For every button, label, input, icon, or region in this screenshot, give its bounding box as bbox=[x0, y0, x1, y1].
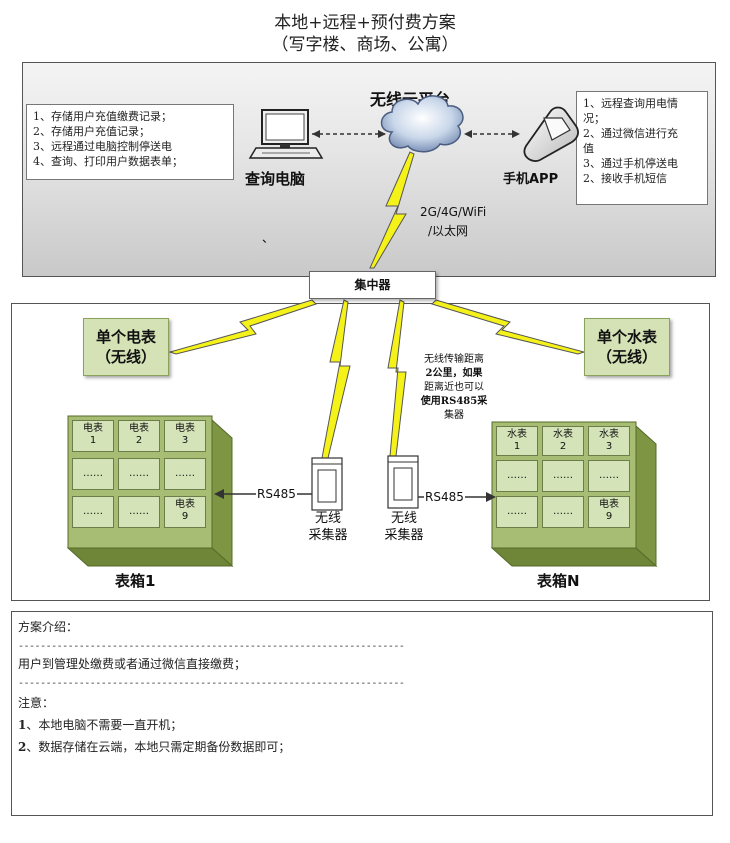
range-note: 无线传输距离 2公里，如果 距离近也可以 使用RS485采 集器 bbox=[416, 353, 492, 423]
network-label: 2G/4G/WiFi bbox=[420, 205, 487, 219]
cabinet-right-cell: …… bbox=[496, 460, 538, 492]
cabinet-left-grid: 电表 1 电表 2 电表 3 …… …… …… …… …… 电表 9 bbox=[68, 416, 212, 548]
lightning-bolts bbox=[168, 151, 586, 459]
concentrator-box: 集中器 bbox=[309, 271, 436, 299]
collector-right-icon bbox=[387, 455, 419, 509]
note-1-number: 1 bbox=[18, 718, 27, 732]
page-title: 本地+远程+预付费方案 bbox=[274, 13, 456, 33]
cabinet-left-cell: …… bbox=[164, 458, 206, 490]
phone-note: 值 bbox=[583, 142, 594, 155]
phone-note: 1、远程查询用电情 bbox=[583, 97, 678, 110]
cabinet-left-cell: …… bbox=[72, 496, 114, 528]
intro-panel: 方案介绍： ----------------------------------… bbox=[11, 611, 713, 816]
single-water-meter: 单个水表 （无线） bbox=[584, 318, 670, 376]
cabinet-right-cell: 水表 3 bbox=[588, 426, 630, 456]
link-cloud-phone bbox=[464, 130, 520, 138]
phone-note: 2、接收手机短信 bbox=[583, 172, 667, 185]
collector-left-line: 采集器 bbox=[308, 528, 348, 543]
cabinet-left-cell: …… bbox=[72, 458, 114, 490]
computer-icon bbox=[248, 109, 324, 159]
collector-left-line: 无线 bbox=[314, 511, 341, 526]
cabinet-right-cell: 水表 1 bbox=[496, 426, 538, 456]
cabinet-left-cell: 电表 3 bbox=[164, 420, 206, 452]
range-note-line: 使用RS485采 bbox=[420, 396, 488, 407]
intro-heading: 方案介绍： bbox=[18, 620, 79, 634]
network-label-2: /以太网 bbox=[428, 224, 469, 238]
cabinet-left-cell: …… bbox=[118, 458, 160, 490]
collector-left-icon bbox=[311, 457, 343, 511]
phone-note: 况； bbox=[583, 112, 605, 125]
phone-notes: 1、远程查询用电情 况； 2、通过微信进行充 值 3、通过手机停送电 2、接收手… bbox=[576, 91, 708, 205]
note-2-number: 2 bbox=[18, 740, 27, 754]
link-computer-cloud bbox=[312, 130, 386, 138]
cabinet-left-label: 表箱1 bbox=[115, 572, 156, 590]
range-note-line: 集器 bbox=[444, 410, 464, 421]
bolt-hub-water-meter bbox=[431, 299, 586, 355]
range-note-line: 距离近也可以 bbox=[424, 382, 484, 393]
bolt-cloud-hub bbox=[369, 151, 415, 269]
rs485-label-right: RS485 bbox=[424, 490, 465, 504]
single-water-meter-title: 单个水表 bbox=[596, 328, 657, 346]
cabinet-left-cell: 电表 2 bbox=[118, 420, 160, 452]
cabinet-right-cell: 水表 2 bbox=[542, 426, 584, 456]
single-electric-meter-title: 单个电表 bbox=[95, 328, 156, 346]
rs485-label-left: RS485 bbox=[256, 487, 297, 501]
note-heading: 注意： bbox=[18, 696, 55, 710]
computer-note: 3、远程通过电脑控制停送电 bbox=[33, 140, 172, 153]
cabinet-left-cell: …… bbox=[118, 496, 160, 528]
computer-note: 4、查询、打印用户数据表单； bbox=[33, 155, 183, 168]
phone-label: 手机APP bbox=[503, 172, 559, 187]
collector-right-line: 采集器 bbox=[384, 528, 424, 543]
cabinet-right-cell: …… bbox=[542, 496, 584, 528]
note-1-text: 、本地电脑不需要一直开机； bbox=[26, 718, 183, 732]
phone-note: 2、通过微信进行充 bbox=[583, 127, 678, 140]
cabinet-right-cell: 电表 9 bbox=[588, 496, 630, 528]
cabinet-right-label: 表箱N bbox=[537, 572, 580, 590]
note-2-text: 、数据存储在云端，本地只需定期备份数据即可； bbox=[26, 740, 291, 754]
bolt-hub-collector-right bbox=[387, 299, 407, 457]
stray-mark: 、 bbox=[262, 231, 275, 245]
collector-right-label: 无线 采集器 bbox=[378, 510, 430, 544]
collector-left-label: 无线 采集器 bbox=[302, 510, 354, 544]
computer-label: 查询电脑 bbox=[245, 170, 306, 188]
collector-right-line: 无线 bbox=[390, 511, 417, 526]
phone-icon bbox=[523, 106, 579, 162]
single-electric-meter-subtitle: （无线） bbox=[95, 348, 156, 366]
note-2: 2、数据存储在云端，本地只需定期备份数据即可； bbox=[18, 738, 290, 755]
cabinet-left-cell: 电表 1 bbox=[72, 420, 114, 452]
single-water-meter-subtitle: （无线） bbox=[596, 348, 657, 366]
phone-note: 3、通过手机停送电 bbox=[583, 157, 678, 170]
range-note-line: 无线传输距离 bbox=[424, 354, 484, 365]
intro-separator: ----------------------------------------… bbox=[18, 641, 405, 652]
cabinet-right-cell: …… bbox=[542, 460, 584, 492]
cabinet-left-cell: 电表 9 bbox=[164, 496, 206, 528]
computer-notes: 1、存储用户充值缴费记录； 2、存储用户充值记录； 3、远程通过电脑控制停送电 … bbox=[26, 104, 234, 180]
bolt-hub-electric-meter bbox=[168, 299, 317, 355]
intro-text: 用户到管理处缴费或者通过微信直接缴费； bbox=[18, 657, 247, 671]
cabinet-right-grid: 水表 1 水表 2 水表 3 …… …… …… …… …… 电表 9 bbox=[492, 422, 636, 548]
note-1: 1、本地电脑不需要一直开机； bbox=[18, 716, 182, 733]
page-subtitle: （写字楼、商场、公寓） bbox=[271, 35, 459, 55]
single-electric-meter: 单个电表 （无线） bbox=[83, 318, 169, 376]
intro-separator-2: ----------------------------------------… bbox=[18, 678, 405, 689]
range-note-line: 2公里，如果 bbox=[425, 368, 483, 379]
cloud-icon bbox=[380, 95, 464, 153]
computer-note: 1、存储用户充值缴费记录； bbox=[33, 110, 172, 123]
bolt-hub-collector-left bbox=[321, 299, 351, 459]
cabinet-right-cell: …… bbox=[588, 460, 630, 492]
cabinet-right-cell: …… bbox=[496, 496, 538, 528]
computer-note: 2、存储用户充值记录； bbox=[33, 125, 150, 138]
